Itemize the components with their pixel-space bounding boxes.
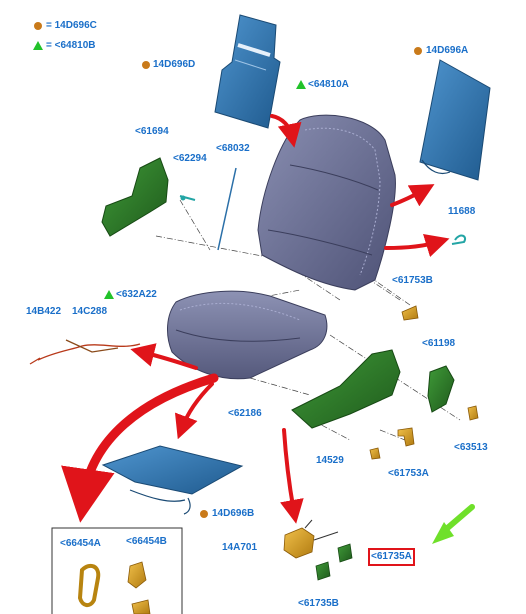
label-632a22[interactable]: <632A22	[116, 289, 157, 300]
bracket-61753a	[397, 427, 415, 447]
heater-mat-14d696b	[101, 445, 244, 515]
label-14d696b[interactable]: 14D696B	[212, 508, 255, 519]
label-68032[interactable]: <68032	[216, 143, 250, 154]
connector-61735a	[337, 543, 353, 563]
back-panel-14d696a	[419, 59, 491, 181]
back-panel-14d696d	[214, 14, 281, 129]
cover-66454b	[127, 561, 147, 589]
label-62186[interactable]: <62186	[228, 408, 262, 419]
marker-triangle-64810a	[296, 80, 306, 89]
connector-61735b	[315, 561, 331, 581]
label-61694[interactable]: <61694	[135, 126, 169, 137]
marker-dot-14d696b	[200, 510, 208, 518]
module-14a701	[283, 519, 339, 559]
marker-dot-14d696d	[142, 61, 150, 69]
inset-box	[51, 527, 183, 614]
clip-63513	[467, 405, 479, 421]
label-61198[interactable]: <61198	[422, 338, 456, 349]
pointer-arrow	[432, 504, 475, 544]
label-66454a[interactable]: <66454A	[60, 538, 101, 549]
harness-14b422	[29, 339, 141, 365]
clip-14529	[369, 447, 381, 460]
rod-68032	[217, 167, 237, 251]
label-66454b[interactable]: <66454B	[126, 536, 167, 547]
seat-back-cover	[257, 114, 396, 291]
label-14c288[interactable]: 14C288	[72, 306, 108, 317]
label-61735b[interactable]: <61735B	[298, 598, 339, 609]
label-14d696a[interactable]: 14D696A	[426, 45, 469, 56]
side-shield-61694	[101, 157, 196, 237]
cover-66454a	[77, 563, 101, 607]
legend-dot-marker	[34, 22, 42, 30]
label-14d696d[interactable]: 14D696D	[153, 59, 196, 70]
label-61735a-highlighted[interactable]: <61735A	[368, 548, 415, 566]
label-61753a[interactable]: <61753A	[388, 468, 429, 479]
label-14529[interactable]: 14529	[316, 455, 344, 466]
label-11688[interactable]: 11688	[448, 206, 476, 217]
label-62294[interactable]: <62294	[173, 153, 207, 164]
marker-dot-14d696a	[414, 47, 422, 55]
red-arrows	[61, 114, 450, 524]
legend-triangle-text: = <64810B	[46, 40, 96, 51]
label-14b422[interactable]: 14B422	[26, 306, 62, 317]
label-14a701[interactable]: 14A701	[222, 542, 258, 553]
legend-dot-text: = 14D696C	[46, 20, 97, 31]
cap-61753b	[401, 305, 419, 321]
side-shield-62186	[291, 349, 455, 429]
seat-cushion-cover	[167, 290, 328, 380]
clip-66454b-lower	[131, 599, 151, 614]
label-63513[interactable]: <63513	[454, 442, 488, 453]
label-61753b[interactable]: <61753B	[392, 275, 433, 286]
marker-triangle-632a22	[104, 290, 114, 299]
label-64810a[interactable]: <64810A	[308, 79, 349, 90]
clip-11688	[451, 234, 466, 245]
legend-triangle-marker	[33, 41, 43, 50]
